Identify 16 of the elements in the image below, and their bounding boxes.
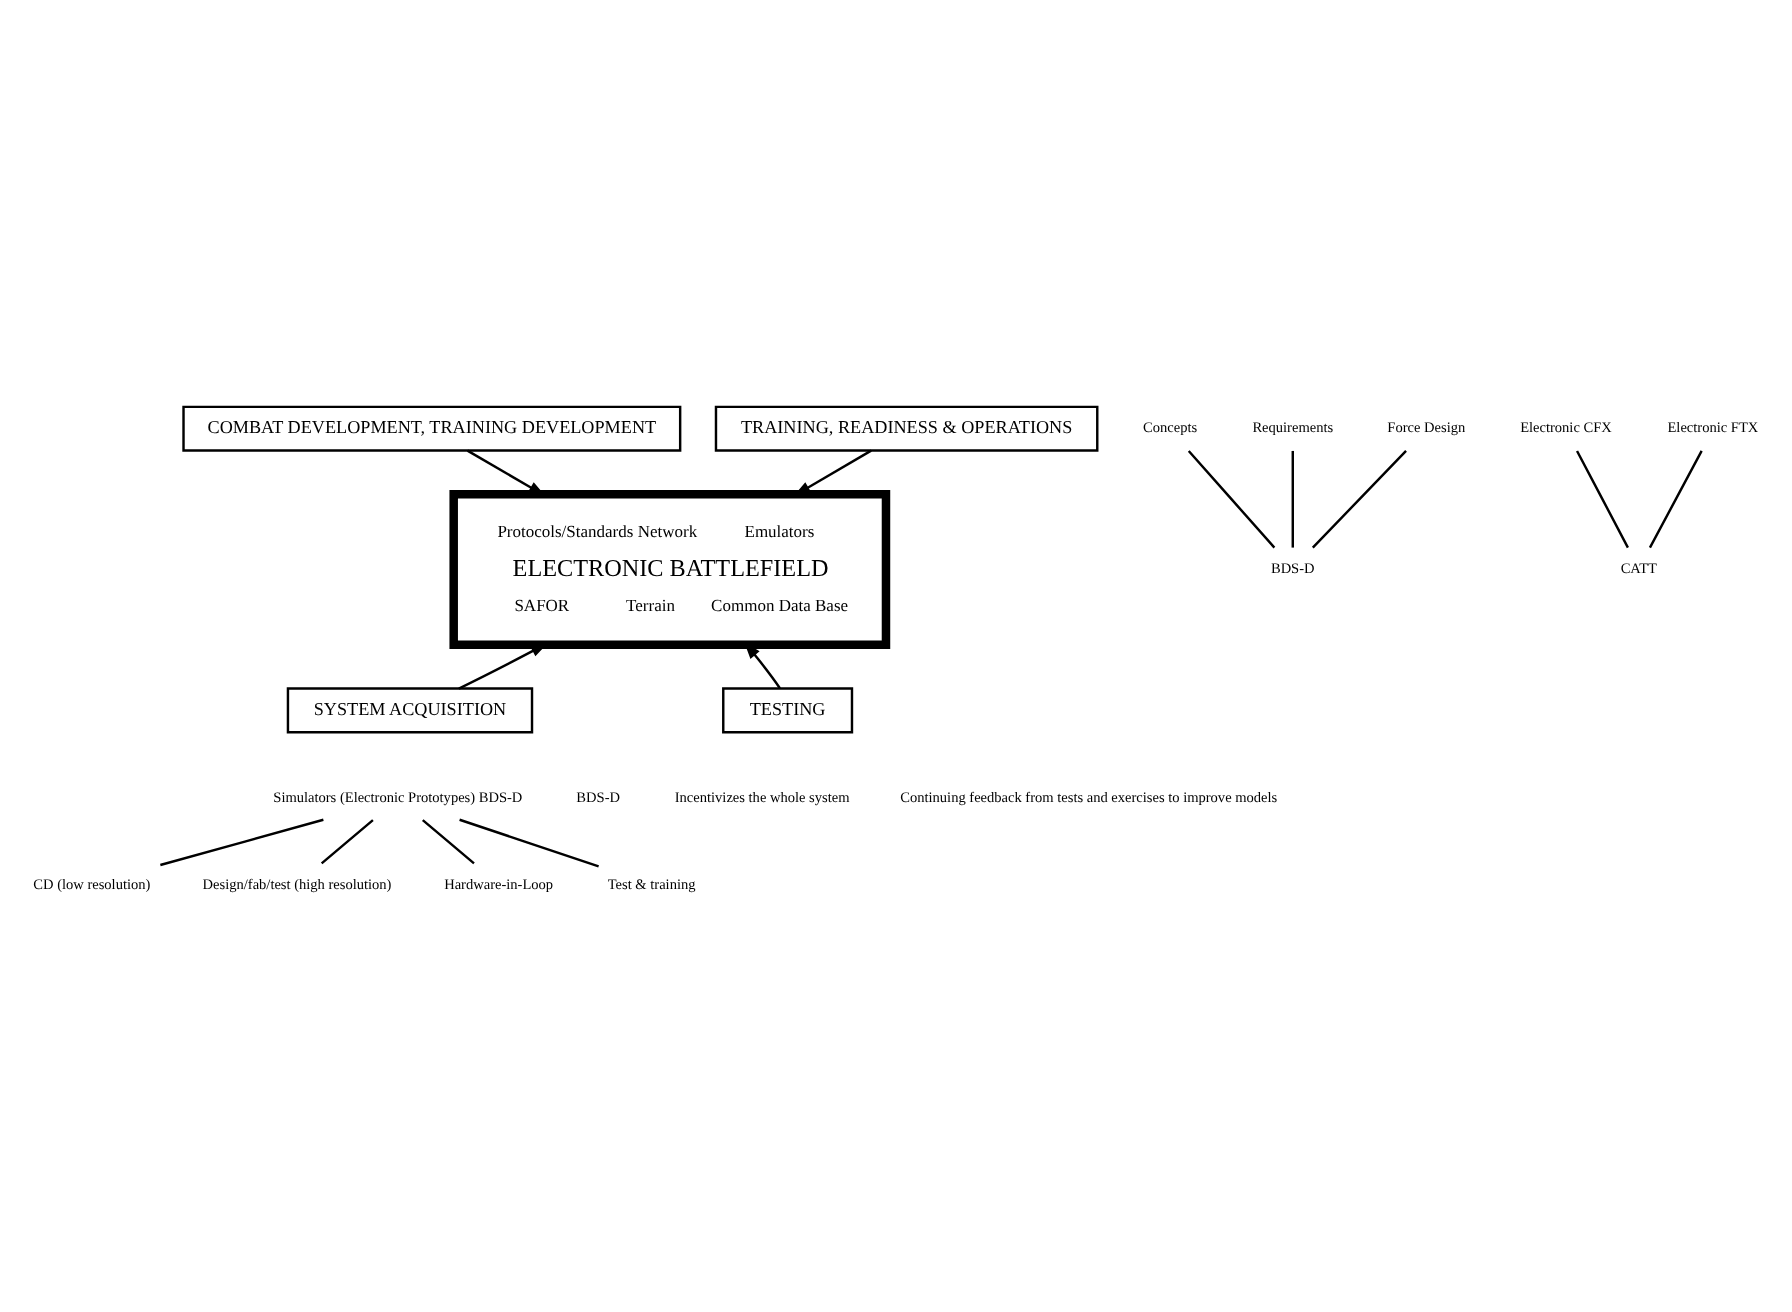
node-box: TRAINING, READINESS & OPERATIONS bbox=[714, 404, 1099, 451]
connector bbox=[160, 817, 324, 866]
node-box: SYSTEM ACQUISITION bbox=[286, 686, 534, 733]
node-box: COMBAT DEVELOPMENT, TRAINING DEVELOPMENT bbox=[182, 404, 682, 451]
node-box: Protocols/Standards Network Emulators ELECTRONIC BATTLEFIELD SAFOR Terrain Common Data Base bbox=[449, 489, 891, 649]
node-box: TESTING bbox=[722, 686, 854, 733]
connector bbox=[421, 818, 475, 864]
connector bbox=[1291, 449, 1294, 547]
arrow bbox=[793, 448, 872, 495]
arrow bbox=[466, 448, 546, 495]
connector bbox=[1575, 449, 1629, 548]
connector bbox=[320, 818, 374, 864]
connector bbox=[459, 817, 599, 867]
connector bbox=[1648, 449, 1703, 548]
connector bbox=[1311, 449, 1407, 548]
connector bbox=[1187, 449, 1276, 548]
